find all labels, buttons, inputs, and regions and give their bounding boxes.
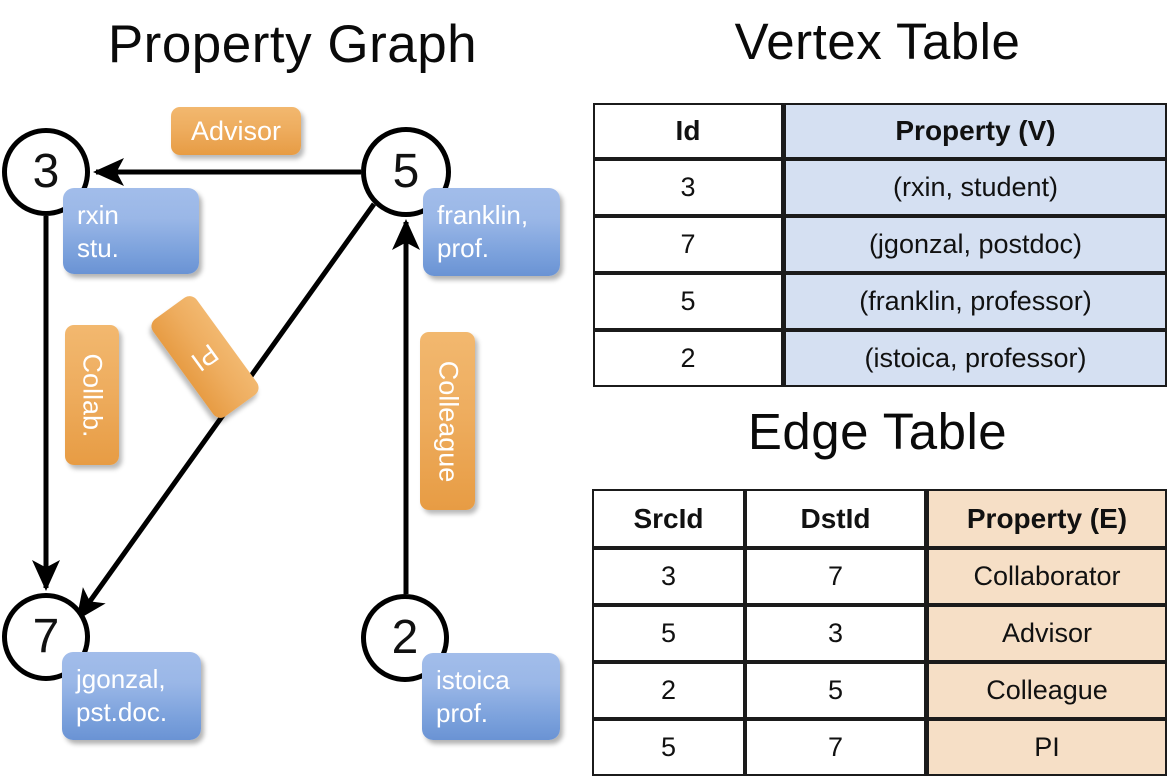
edge-cell-property: Colleague <box>926 662 1167 719</box>
table-row[interactable]: 5 3 Advisor <box>592 605 1167 662</box>
vertex-table-header-property: Property (V) <box>783 103 1167 159</box>
vertex-table-header-id: Id <box>593 103 783 159</box>
edge-cell-dstid: 3 <box>745 605 926 662</box>
edge-cell-srcid: 5 <box>592 719 745 776</box>
slide-canvas: Property Graph Vertex Table Edge Table 3… <box>2 13 1167 776</box>
edge-table-header-row: SrcId DstId Property (E) <box>592 489 1167 548</box>
vertex-cell-id: 5 <box>593 273 783 330</box>
table-row[interactable]: 3 (rxin, student) <box>593 159 1167 216</box>
edge-cell-dstid: 5 <box>745 662 926 719</box>
edge-label-advisor-text: Advisor <box>190 115 282 146</box>
graph-node-5[interactable]: 5 <box>361 127 451 217</box>
vertex-property-box-5: franklin, prof. <box>423 188 560 276</box>
vertex-cell-property: (jgonzal, postdoc) <box>783 216 1167 273</box>
graph-node-2-label: 2 <box>391 611 419 664</box>
edge-label-box-colleague: Colleague <box>420 332 475 510</box>
edge-cell-dstid: 7 <box>745 719 926 776</box>
vertex-cell-id: 2 <box>593 330 783 387</box>
graph-node-7-label: 7 <box>32 610 60 663</box>
edge-cell-property: Collaborator <box>926 548 1167 605</box>
vertex-cell-property: (istoica, professor) <box>783 330 1167 387</box>
graph-node-2[interactable]: 2 <box>361 594 449 682</box>
edge-table: SrcId DstId Property (E) 3 7 Collaborato… <box>592 489 1167 776</box>
vertex-cell-id: 3 <box>593 159 783 216</box>
edge-label-collab-text: Collab. <box>77 352 108 438</box>
vertex-table-header-row: Id Property (V) <box>593 103 1167 159</box>
edge-table-header-property: Property (E) <box>926 489 1167 548</box>
edge-cell-srcid: 3 <box>592 548 745 605</box>
edge-table-header-dstid: DstId <box>745 489 926 548</box>
vertex-property-box-2: istoica prof. <box>422 653 560 740</box>
page-title-property-graph: Property Graph <box>107 15 478 74</box>
vertex-property-box-3: rxin stu. <box>63 188 199 274</box>
edge-cell-srcid: 5 <box>592 605 745 662</box>
edge-label-box-advisor: Advisor <box>171 107 301 155</box>
edge-cell-dstid: 7 <box>745 548 926 605</box>
table-row[interactable]: 5 (franklin, professor) <box>593 273 1167 330</box>
table-row[interactable]: 3 7 Collaborator <box>592 548 1167 605</box>
graph-node-5-label: 5 <box>392 145 420 198</box>
vertex-cell-id: 7 <box>593 216 783 273</box>
graph-node-3-label: 3 <box>32 145 60 198</box>
table-row[interactable]: 7 (jgonzal, postdoc) <box>593 216 1167 273</box>
edge-cell-property: PI <box>926 719 1167 776</box>
vertex-table: Id Property (V) 3 (rxin, student) 7 (jgo… <box>593 103 1167 387</box>
page-title-edge-table: Edge Table <box>747 403 1008 460</box>
vertex-cell-property: (franklin, professor) <box>783 273 1167 330</box>
vertex-cell-property: (rxin, student) <box>783 159 1167 216</box>
vertex-property-box-7: jgonzal, pst.doc. <box>62 652 201 740</box>
page-title-vertex-table: Vertex Table <box>734 13 1021 70</box>
edge-cell-srcid: 2 <box>592 662 745 719</box>
edge-table-header-srcid: SrcId <box>592 489 745 548</box>
edge-label-colleague-text: Colleague <box>433 360 463 482</box>
edge-label-pi-text: PI <box>186 337 225 378</box>
table-row[interactable]: 5 7 PI <box>592 719 1167 776</box>
table-row[interactable]: 2 5 Colleague <box>592 662 1167 719</box>
edge-label-box-collab: Collab. <box>65 325 119 465</box>
edge-cell-property: Advisor <box>926 605 1167 662</box>
table-row[interactable]: 2 (istoica, professor) <box>593 330 1167 387</box>
